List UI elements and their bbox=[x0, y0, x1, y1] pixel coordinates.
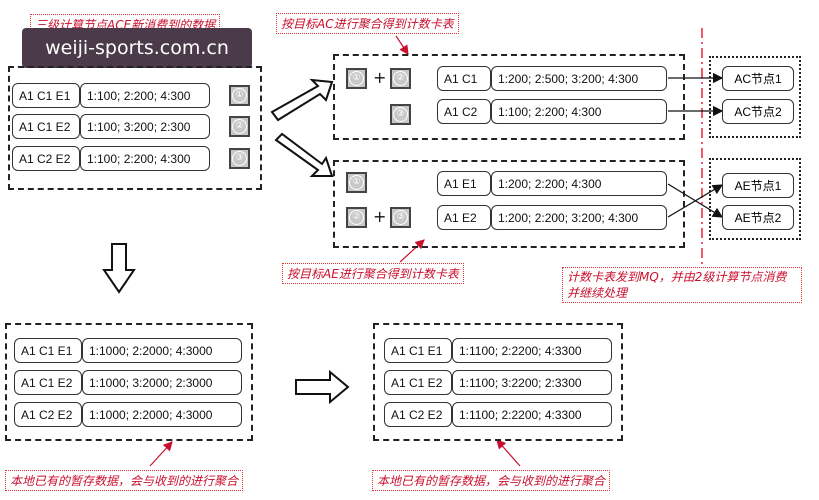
row-key: A1 C1 E2 bbox=[384, 370, 452, 395]
note-mq: 计数卡表发到MQ，并由2级计算节点消费并继续处理 bbox=[562, 267, 802, 303]
ac-row: A1 C1 1:200; 2:500; 3:200; 4:300 bbox=[437, 66, 667, 91]
row-key: A1 E2 bbox=[437, 205, 491, 230]
badge-3: ③ bbox=[229, 148, 250, 169]
source-row: A1 C1 E1 1:100; 2:200; 4:300 bbox=[12, 83, 210, 108]
badge-label: ③ bbox=[393, 210, 408, 225]
row-key: A1 C2 E2 bbox=[14, 402, 82, 427]
row-value: 1:100; 3:200; 2:300 bbox=[80, 114, 210, 139]
ae-row: A1 E2 1:200; 2:200; 3:200; 4:300 bbox=[437, 205, 667, 230]
note-ac-aggregation: 按目标AC进行聚合得到计数卡表 bbox=[276, 13, 459, 34]
source-row: A1 C2 E2 1:100; 2:200; 4:300 bbox=[12, 146, 210, 171]
badge-label: ① bbox=[349, 175, 364, 190]
ac-row: A1 C2 1:100; 2:200; 4:300 bbox=[437, 99, 667, 124]
row-key: A1 C1 bbox=[437, 66, 491, 91]
row-key: A1 E1 bbox=[437, 171, 491, 196]
badge-3: ③ bbox=[390, 104, 411, 125]
badge-label: ③ bbox=[393, 107, 408, 122]
ae-node-group bbox=[709, 158, 801, 240]
plus-sign: + bbox=[373, 68, 387, 87]
row-value: 1:1100; 2:2200; 4:3300 bbox=[452, 402, 612, 427]
row-value: 1:100; 2:200; 4:300 bbox=[491, 99, 667, 124]
note-ae-aggregation: 按目标AE进行聚合得到计数卡表 bbox=[282, 263, 464, 284]
row-value: 1:100; 2:200; 4:300 bbox=[80, 146, 210, 171]
row-value: 1:1100; 2:2200; 4:3300 bbox=[452, 338, 612, 363]
row-key: A1 C1 E1 bbox=[384, 338, 452, 363]
row-value: 1:200; 2:500; 3:200; 4:300 bbox=[491, 66, 667, 91]
badge-label: ③ bbox=[232, 151, 247, 166]
ac-node-1: AC节点1 bbox=[722, 66, 794, 91]
merged-data-box bbox=[373, 323, 623, 441]
badge-1: ① bbox=[346, 172, 367, 193]
row-key: A1 C1 E2 bbox=[14, 370, 82, 395]
merged-row: A1 C1 E2 1:1100; 3:2200; 2:3300 bbox=[384, 370, 612, 395]
row-value: 1:100; 2:200; 4:300 bbox=[80, 83, 210, 108]
badge-1: ① bbox=[229, 85, 250, 106]
badge-label: ① bbox=[349, 71, 364, 86]
row-value: 1:200; 2:200; 4:300 bbox=[491, 171, 667, 196]
source-data-box bbox=[8, 66, 262, 190]
arrow-to-ae bbox=[274, 132, 334, 177]
ac-node-group bbox=[709, 56, 801, 138]
row-key: A1 C1 E1 bbox=[12, 83, 80, 108]
ae-node-2: AE节点2 bbox=[722, 205, 794, 230]
badge-2: ② bbox=[229, 116, 250, 137]
row-key: A1 C2 E2 bbox=[12, 146, 80, 171]
note-local-left: 本地已有的暂存数据，会与收到的进行聚合 bbox=[5, 470, 244, 491]
ac-node-2: AC节点2 bbox=[722, 99, 794, 124]
badge-2: ② bbox=[390, 68, 411, 89]
row-value: 1:1000; 2:2000; 4:3000 bbox=[82, 338, 242, 363]
ac-aggregation-box bbox=[333, 54, 685, 140]
ae-aggregation-box bbox=[333, 160, 685, 248]
badge-2: ② bbox=[346, 207, 367, 228]
badge-label: ① bbox=[232, 88, 247, 103]
local-data-box bbox=[5, 323, 253, 441]
local-row: A1 C2 E2 1:1000; 2:2000; 4:3000 bbox=[14, 402, 242, 427]
ae-row: A1 E1 1:200; 2:200; 4:300 bbox=[437, 171, 667, 196]
merged-row: A1 C1 E1 1:1100; 2:2200; 4:3300 bbox=[384, 338, 612, 363]
local-row: A1 C1 E2 1:1000; 3:2000; 2:3000 bbox=[14, 370, 242, 395]
note-local-right: 本地已有的暂存数据，会与收到的进行聚合 bbox=[372, 470, 611, 491]
plus-sign: + bbox=[373, 207, 387, 226]
row-key: A1 C1 E2 bbox=[12, 114, 80, 139]
watermark-banner: weiji-sports.com.cn bbox=[22, 28, 252, 68]
source-row: A1 C1 E2 1:100; 3:200; 2:300 bbox=[12, 114, 210, 139]
badge-label: ② bbox=[393, 71, 408, 86]
badge-label: ② bbox=[349, 210, 364, 225]
arrow-right bbox=[295, 369, 350, 405]
badge-1: ① bbox=[346, 68, 367, 89]
row-value: 1:1000; 2:2000; 4:3000 bbox=[82, 402, 242, 427]
badge-label: ② bbox=[232, 119, 247, 134]
badge-3: ③ bbox=[390, 207, 411, 228]
arrow-to-ac bbox=[270, 78, 334, 122]
arrow-down bbox=[102, 243, 136, 294]
row-key: A1 C1 E1 bbox=[14, 338, 82, 363]
merged-row: A1 C2 E2 1:1100; 2:2200; 4:3300 bbox=[384, 402, 612, 427]
row-value: 1:1000; 3:2000; 2:3000 bbox=[82, 370, 242, 395]
local-row: A1 C1 E1 1:1000; 2:2000; 4:3000 bbox=[14, 338, 242, 363]
row-value: 1:200; 2:200; 3:200; 4:300 bbox=[491, 205, 667, 230]
row-value: 1:1100; 3:2200; 2:3300 bbox=[452, 370, 612, 395]
ae-node-1: AE节点1 bbox=[722, 173, 794, 198]
row-key: A1 C2 bbox=[437, 99, 491, 124]
row-key: A1 C2 E2 bbox=[384, 402, 452, 427]
